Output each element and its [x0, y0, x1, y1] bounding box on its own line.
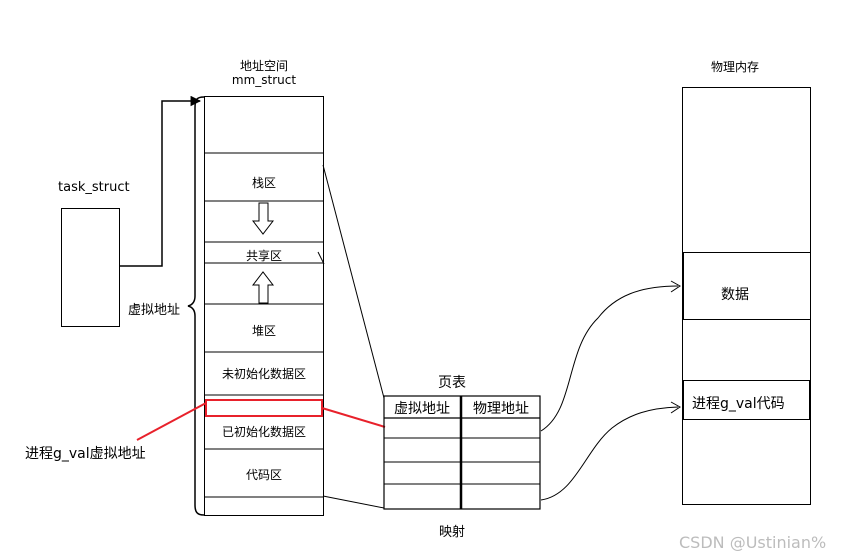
virtual-address-label: 虚拟地址	[128, 303, 181, 318]
physical-code-block	[683, 380, 810, 420]
physical-data-label: 数据	[721, 287, 749, 303]
physical-data-block	[683, 252, 811, 320]
task-struct-label: task_struct	[58, 180, 130, 195]
virtual-address-brace	[187, 96, 205, 516]
page-table-title: 页表	[438, 375, 466, 391]
g-val-virtual-annotation: 进程g_val虚拟地址	[25, 446, 146, 462]
watermark: CSDN @Ustinian%	[679, 533, 827, 552]
code-segment: 代码区	[245, 468, 282, 482]
page-table-grid	[383, 395, 541, 510]
physical-code-label: 进程g_val代码	[692, 396, 785, 412]
task-to-mm-arrow	[120, 95, 202, 267]
stack-to-table-line	[322, 164, 385, 399]
annotation-pointer	[136, 402, 207, 441]
table-to-code-curve	[540, 406, 679, 501]
data-segment: 已初始化数据区	[221, 425, 306, 439]
highlight-to-table	[321, 407, 386, 428]
mm-struct-title: mm_struct	[231, 73, 297, 87]
address-space-box	[204, 96, 324, 516]
task-struct-box	[61, 208, 120, 327]
physical-memory-title: 物理内存	[711, 60, 760, 74]
stack-segment: 栈区	[251, 176, 276, 190]
page-table-physical-header: 物理地址	[473, 401, 529, 417]
mapping-caption: 映射	[438, 525, 465, 540]
bss-segment: 未初始化数据区	[221, 367, 306, 381]
shared-segment: 共享区	[245, 249, 282, 263]
table-to-data-curve	[540, 285, 679, 432]
g-val-highlight-box	[205, 399, 323, 417]
heap-up-arrow	[251, 271, 275, 304]
page-table-virtual-header: 虚拟地址	[394, 401, 450, 417]
code-to-table-line	[322, 495, 385, 509]
address-space-title: 地址空间	[239, 59, 288, 73]
stack-down-arrow	[251, 202, 275, 235]
heap-segment: 堆区	[251, 324, 276, 338]
